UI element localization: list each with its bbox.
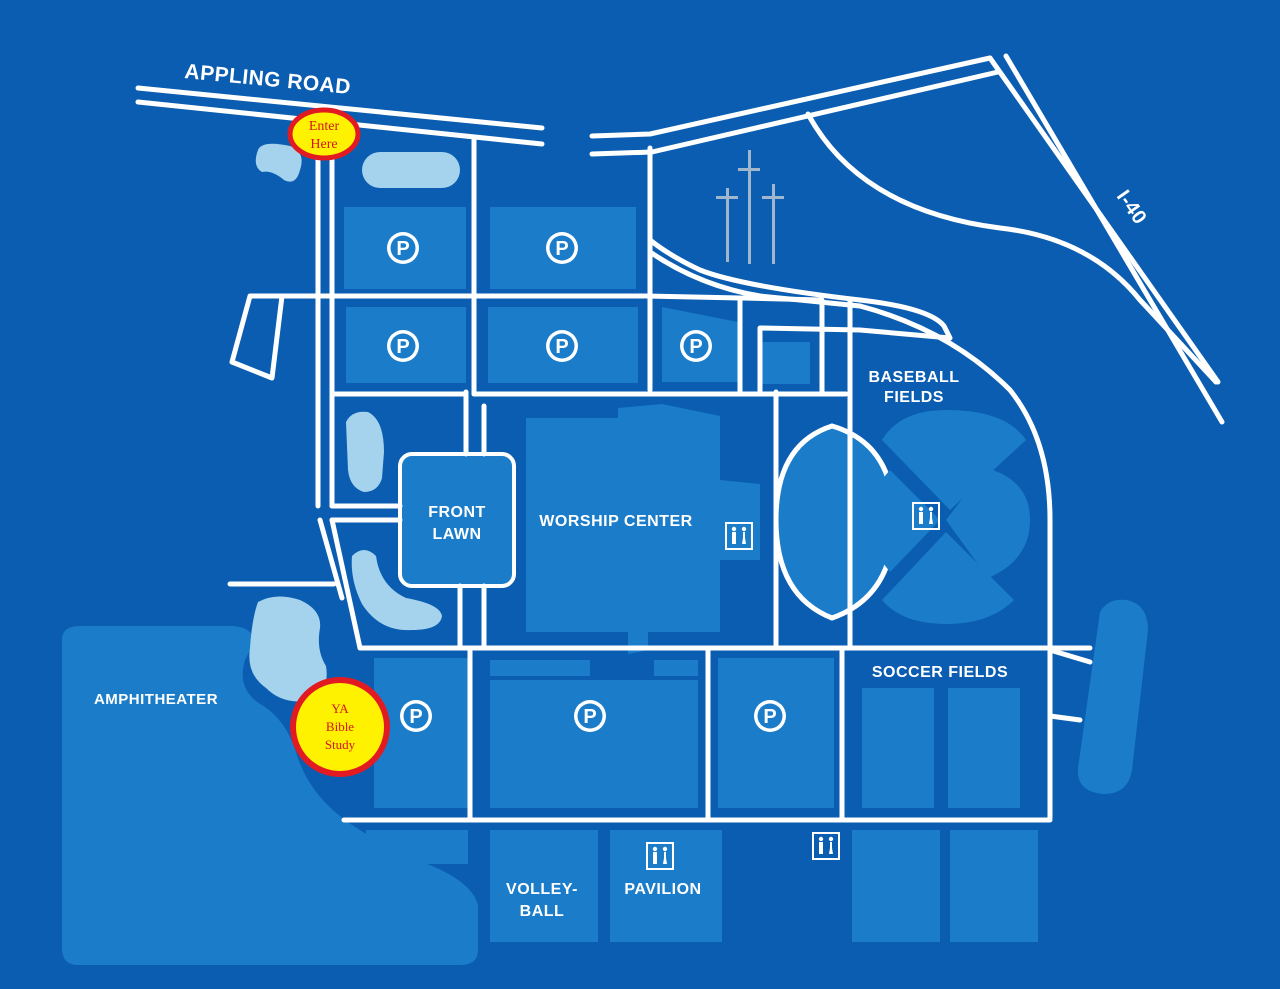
bible-study-line2: Bible (326, 719, 354, 734)
soccer-field-2 (948, 688, 1020, 808)
worship-center-building (526, 404, 760, 654)
parking-icon (680, 330, 712, 362)
bible-study-line1: YA (331, 701, 349, 716)
parking-icon (574, 700, 606, 732)
athletic-oval-inner (794, 450, 874, 590)
worship-center-label: WORSHIP CENTER (539, 513, 692, 530)
baseball-fields-label-line2: FIELDS (884, 389, 944, 406)
parking-lot-f (758, 342, 810, 384)
pond-east (1077, 599, 1148, 794)
pond-west-south (351, 550, 442, 631)
parking-icon (546, 330, 578, 362)
road-network (135, 53, 1225, 823)
south-field-2 (950, 830, 1038, 942)
parking-icon (387, 330, 419, 362)
enter-here-line1: Enter (309, 119, 340, 134)
enter-here-marker[interactable]: Enter Here (287, 107, 361, 161)
parking-icon (400, 700, 432, 732)
amphitheater-area (62, 626, 478, 965)
soccer-field-1 (862, 688, 934, 808)
pond-amphitheater (249, 596, 327, 702)
parking-lot-h-top-right (654, 660, 698, 676)
south-field-1 (852, 830, 940, 942)
parking-lot-g (374, 658, 468, 808)
pond-north (255, 143, 302, 182)
parking-icon (546, 232, 578, 264)
south-block-a (366, 830, 468, 864)
pavilion-label: PAVILION (624, 881, 701, 898)
pond-west-middle (346, 411, 384, 492)
baseball-fields-label-line1: BASEBALL (868, 369, 959, 386)
parking-lot-h (490, 680, 698, 808)
bible-study-line3: Study (325, 737, 356, 752)
volleyball-label-line1: VOLLEY- (506, 881, 578, 898)
parking-lot-i (718, 658, 834, 808)
parking-lot-h-top-left (490, 660, 590, 676)
parking-icon (754, 700, 786, 732)
front-lawn-label-line2: LAWN (432, 526, 481, 543)
front-lawn-label-line1: FRONT (428, 504, 486, 521)
volleyball-court (490, 830, 598, 942)
parking-icon (387, 232, 419, 264)
soccer-fields-label: SOCCER FIELDS (872, 664, 1008, 681)
pond-north-east (362, 152, 460, 188)
enter-here-line2: Here (310, 137, 337, 152)
amphitheater-label: AMPHITHEATER (94, 691, 218, 708)
baseball-diamonds (870, 410, 1030, 624)
ya-bible-study-marker[interactable]: YA Bible Study (290, 677, 390, 777)
cross-icon (716, 150, 784, 264)
volleyball-label-line2: BALL (520, 903, 565, 920)
